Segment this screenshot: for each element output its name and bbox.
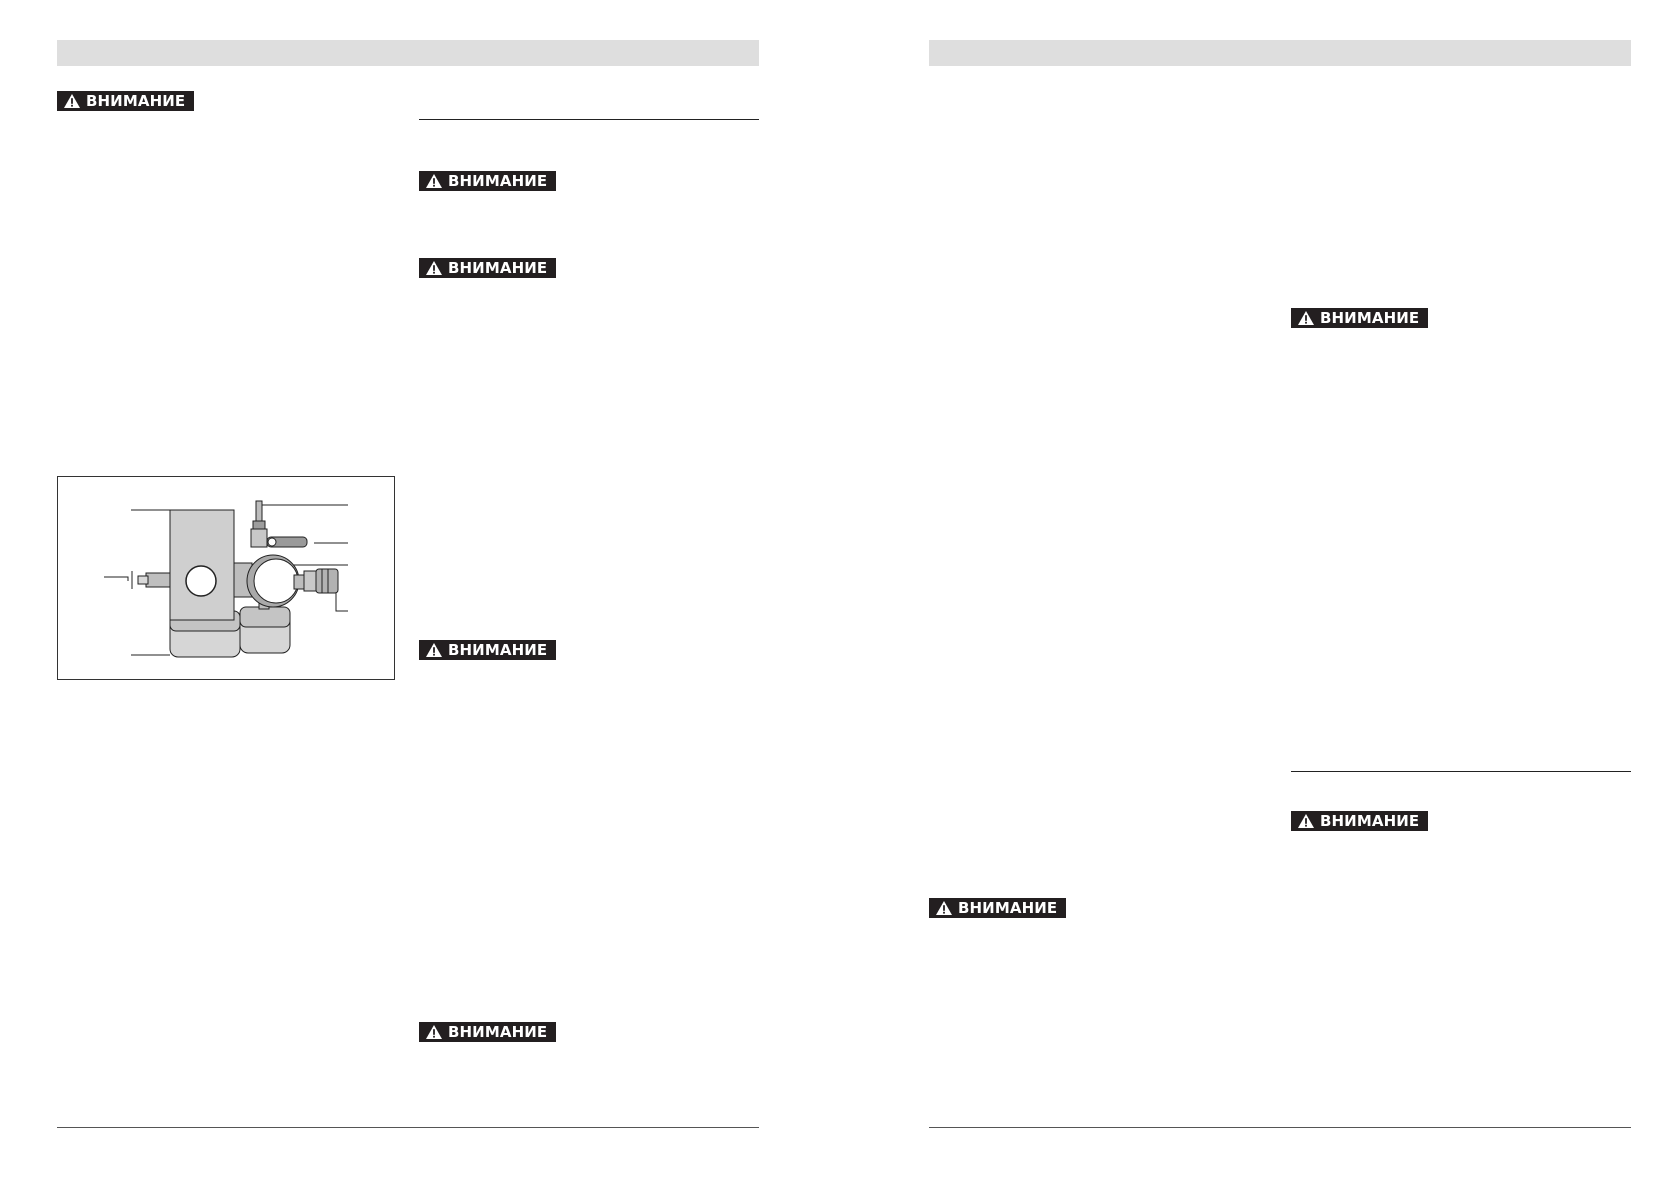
left-page-footer-rule xyxy=(57,1127,759,1128)
right-page-footer-rule xyxy=(929,1127,1631,1128)
warning-triangle-icon xyxy=(426,261,442,275)
warning-badge: ВНИМАНИЕ xyxy=(57,91,194,111)
warning-badge: ВНИМАНИЕ xyxy=(419,258,556,278)
callout-line xyxy=(104,576,129,581)
warning-label: ВНИМАНИЕ xyxy=(86,92,186,110)
regulator-knob xyxy=(185,565,217,597)
warning-triangle-icon xyxy=(64,94,80,108)
warning-label: ВНИМАНИЕ xyxy=(448,259,548,277)
section-rule xyxy=(419,119,759,120)
warning-badge: ВНИМАНИЕ xyxy=(419,171,556,191)
warning-triangle-icon xyxy=(426,174,442,188)
warning-badge: ВНИМАНИЕ xyxy=(929,898,1066,918)
warning-triangle-icon xyxy=(1298,311,1314,325)
left-page-header-bar xyxy=(57,40,759,66)
regulator-body xyxy=(169,509,235,621)
warning-triangle-icon xyxy=(936,901,952,915)
warning-label: ВНИМАНИЕ xyxy=(448,1023,548,1041)
warning-label: ВНИМАНИЕ xyxy=(448,641,548,659)
top-nozzle xyxy=(250,500,268,548)
warning-badge: ВНИМАНИЕ xyxy=(1291,811,1428,831)
regulator-figure xyxy=(57,476,395,680)
callout-line xyxy=(335,593,348,612)
warning-triangle-icon xyxy=(426,643,442,657)
drain-valve-lever xyxy=(266,536,308,548)
warning-label: ВНИМАНИЕ xyxy=(448,172,548,190)
warning-triangle-icon xyxy=(426,1025,442,1039)
regulator-illustration xyxy=(104,500,348,658)
warning-triangle-icon xyxy=(1298,814,1314,828)
inlet-fitting xyxy=(131,571,171,589)
warning-badge: ВНИМАНИЕ xyxy=(419,1022,556,1042)
filter-assembly xyxy=(233,554,307,608)
callout-line xyxy=(258,504,348,514)
right-pressure-gauge xyxy=(239,600,291,654)
warning-badge: ВНИМАНИЕ xyxy=(1291,308,1428,328)
warning-badge: ВНИМАНИЕ xyxy=(419,640,556,660)
warning-label: ВНИМАНИЕ xyxy=(1320,812,1420,830)
right-page-header-bar xyxy=(929,40,1631,66)
outlet-coupler xyxy=(303,568,339,594)
warning-label: ВНИМАНИЕ xyxy=(1320,309,1420,327)
warning-label: ВНИМАНИЕ xyxy=(958,899,1058,917)
callout-line xyxy=(131,509,171,515)
section-rule xyxy=(1291,771,1631,772)
